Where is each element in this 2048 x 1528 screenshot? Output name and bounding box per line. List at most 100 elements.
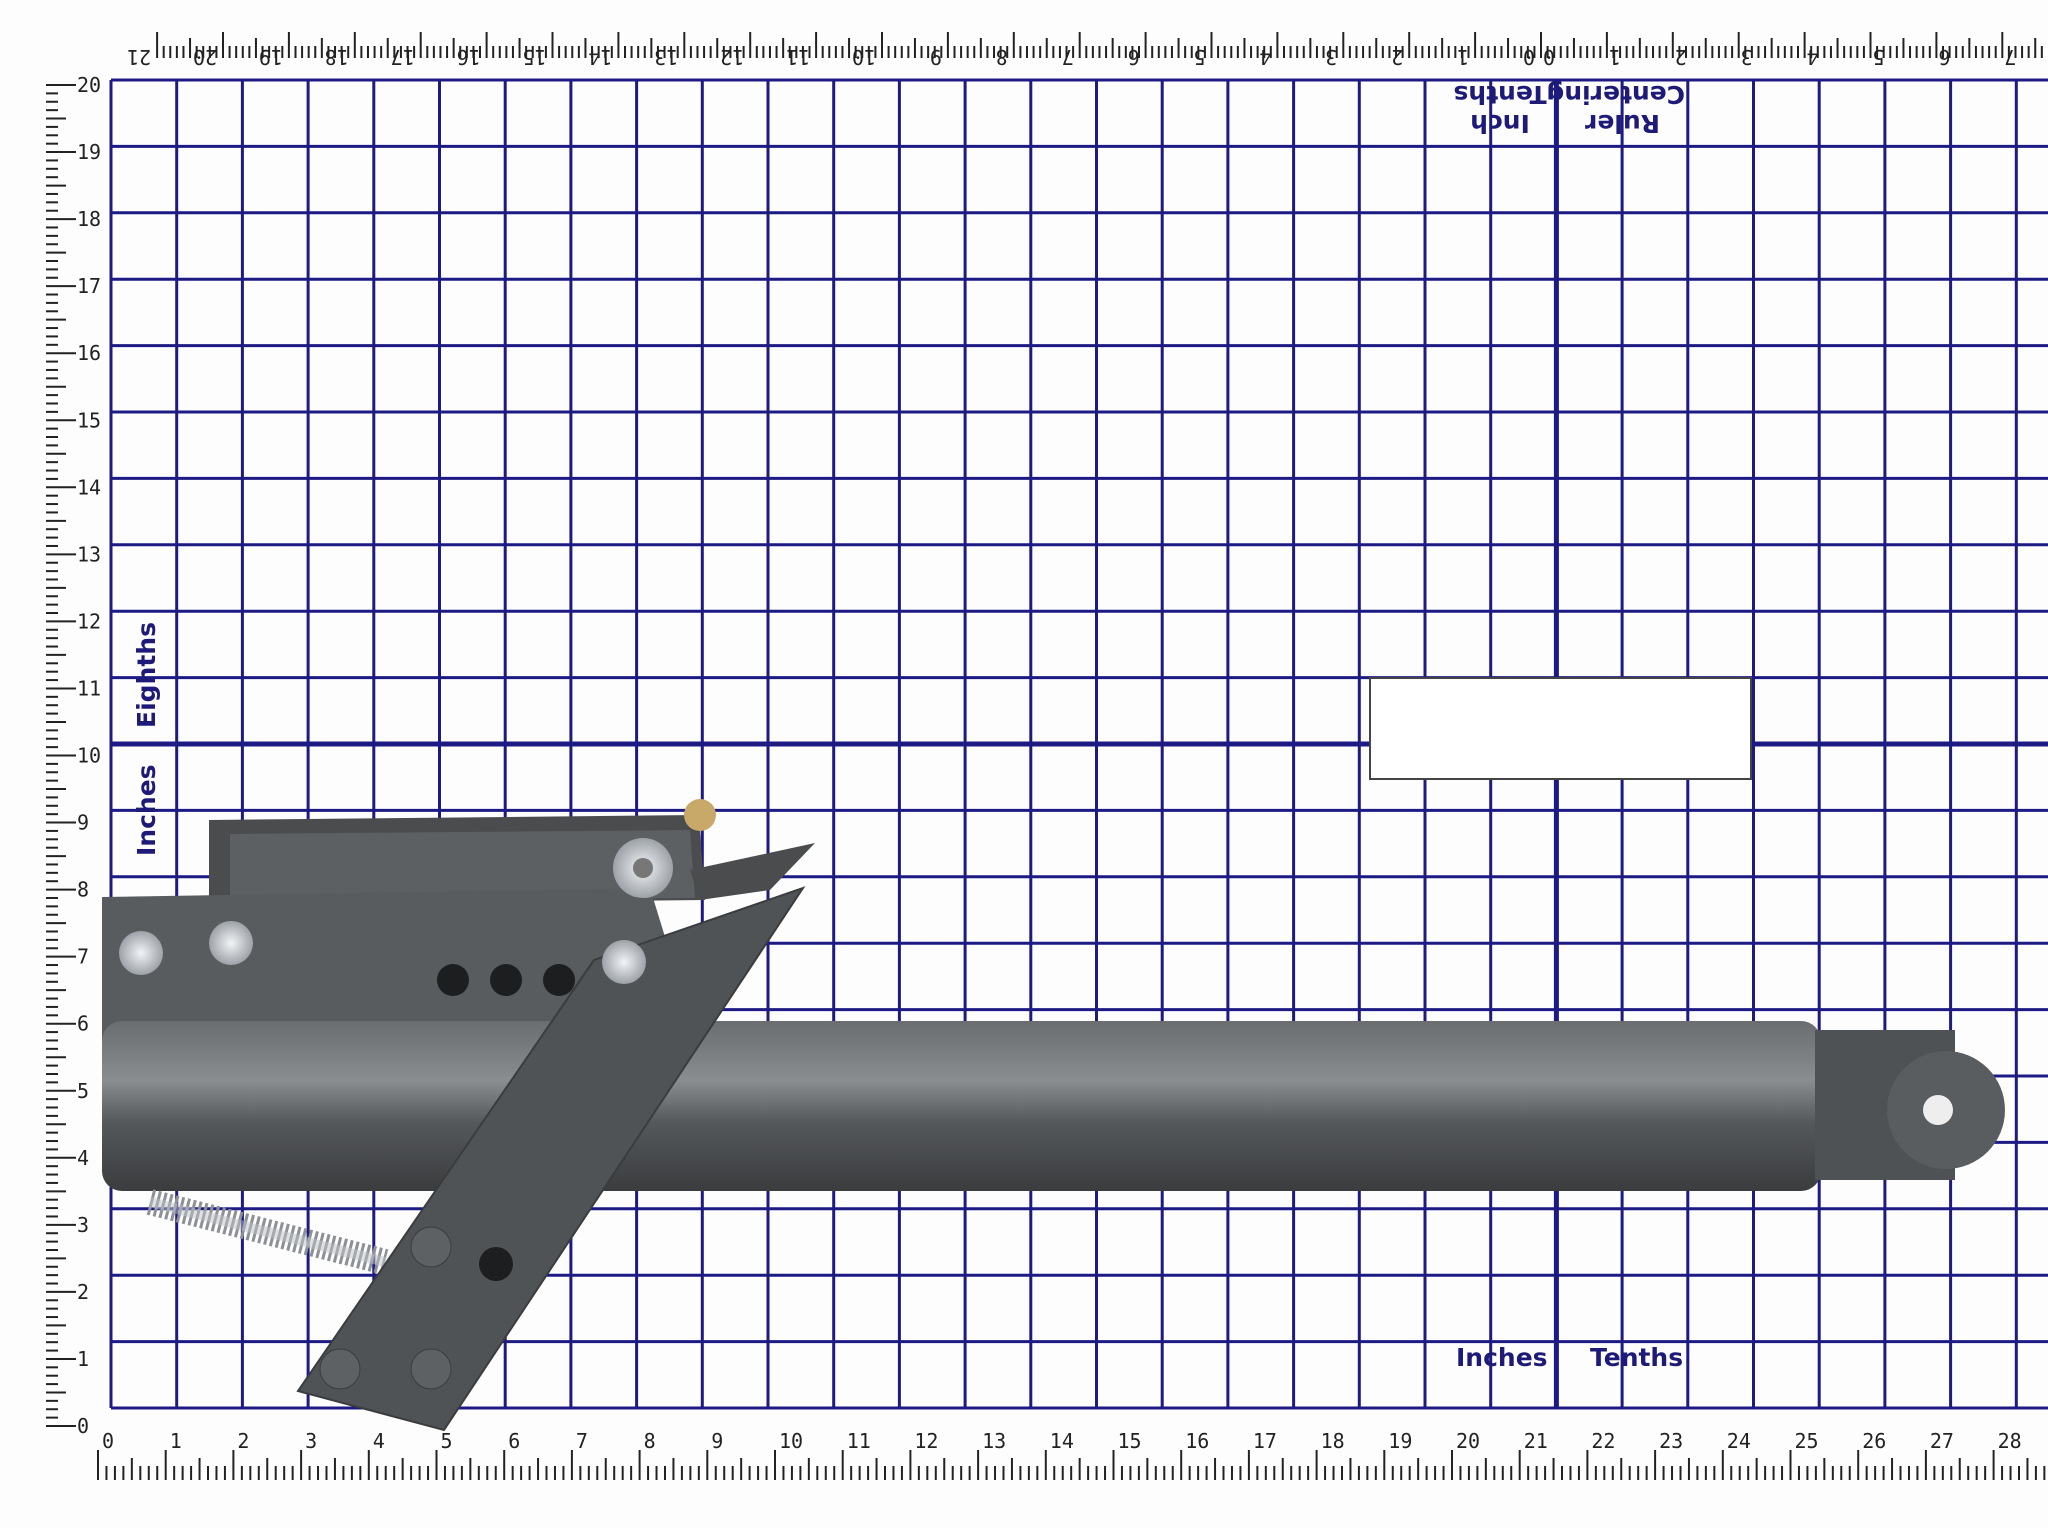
washer-hole [633,858,653,878]
ruler-label-top: 16 [457,45,481,69]
ruler-label-top: 4 [1807,45,1819,69]
ruler-label-top: 11 [786,45,810,69]
spring [146,1189,389,1275]
ruler-label-bottom: 6 [508,1429,520,1453]
ruler-label-bottom: 7 [576,1429,588,1453]
ruler-label-bottom: 8 [644,1429,656,1453]
ruler-label-bottom: 28 [1998,1429,2022,1453]
ruler-label-bottom: 19 [1388,1429,1412,1453]
ruler-label-top: 15 [522,45,546,69]
arm-hole [479,1247,513,1281]
ruler-label-bottom: 16 [1185,1429,1209,1453]
cylinder-tube [102,1021,1821,1191]
ruler-label-bottom: 13 [982,1429,1006,1453]
ruler-label-bottom: 12 [914,1429,938,1453]
ruler-label-left: 6 [77,1012,89,1036]
ruler-label-bottom: 15 [1118,1429,1142,1453]
ruler-label-top: 18 [325,45,349,69]
ruler-label-top: 14 [588,45,612,69]
arm-rivets [319,1226,452,1390]
ruler-label-left: 9 [77,811,89,835]
ruler-label-left: 0 [77,1414,89,1438]
ruler-label-bottom: 10 [779,1429,803,1453]
ruler-label-left: 20 [77,73,101,97]
ruler-label-left: 11 [77,676,101,700]
ruler-label-left: 3 [77,1213,89,1237]
housing-holes [437,964,575,996]
ruler-label-left: 15 [77,408,101,432]
ruler-label-bottom: 5 [441,1429,453,1453]
ruler-label-bottom: 1 [170,1429,182,1453]
ruler-label-left: 5 [77,1079,89,1103]
ruler-label-bottom: 20 [1456,1429,1480,1453]
zinc-bolts [119,799,716,984]
top-bracket [690,843,815,900]
ruler-label-top: 1 [1609,45,1621,69]
ruler-label-bottom: 4 [373,1429,385,1453]
ruler-label-left: 7 [77,945,89,969]
ruler-label-top: 7 [1062,45,1074,69]
label-inches-bottom: Inches [1456,1343,1548,1372]
ruler-label-bottom: 14 [1050,1429,1074,1453]
ruler-label-bottom: 9 [711,1429,723,1453]
ruler-label-bottom: 3 [305,1429,317,1453]
ruler-label-bottom: 24 [1727,1429,1751,1453]
eye-hole [1923,1095,1953,1125]
ruler-label-top: 0 [1523,45,1535,69]
ruler-label-top: 3 [1741,45,1753,69]
ruler-label-left: 13 [77,542,101,566]
ruler-label-left: 1 [77,1347,89,1371]
ruler-label-top: 6 [1128,45,1140,69]
ruler-label-top: 5 [1193,45,1205,69]
blank-label-box [1369,677,1752,780]
ruler-label-top: 12 [720,45,744,69]
ruler-label-bottom: 0 [102,1429,114,1453]
ruler-label-left: 18 [77,207,101,231]
ruler-label-bottom: 18 [1321,1429,1345,1453]
ruler-label-bottom: 23 [1659,1429,1683,1453]
ruler-label-top: 8 [996,45,1008,69]
ruler-label-top: 21 [127,45,151,69]
label-tenths-bottom: Tenths [1590,1343,1684,1372]
ruler-label-top: 7 [2004,45,2016,69]
ruler-label-top: 4 [1259,45,1271,69]
ruler-label-top: 1 [1457,45,1469,69]
ruler-label-bottom: 11 [847,1429,871,1453]
ruler-label-top: 2 [1675,45,1687,69]
ruler-label-left: 19 [77,140,101,164]
ruler-label-left: 12 [77,609,101,633]
bolt-icon [684,799,716,831]
bolt-icon [602,940,646,984]
ruler-label-left: 14 [77,475,101,499]
rod-end-eye [1815,1030,2005,1180]
bolt-icon [119,931,163,975]
ruler-label-top: 9 [930,45,942,69]
ruler-label-bottom: 22 [1591,1429,1615,1453]
ruler-label-top: 17 [391,45,415,69]
ruler-label-bottom: 21 [1524,1429,1548,1453]
ruler-label-left: 10 [77,744,101,768]
ruler-label-bottom: 25 [1795,1429,1819,1453]
ruler-label-left: 2 [77,1280,89,1304]
ruler-label-top: 19 [259,45,283,69]
ruler-label-bottom: 26 [1862,1429,1886,1453]
ruler-label-left: 8 [77,878,89,902]
diagonal-arm [296,886,806,1432]
upper-plates [209,815,705,905]
ruler-label-top: 2 [1391,45,1403,69]
ruler-label-top: 3 [1325,45,1337,69]
ruler-label-top: 13 [654,45,678,69]
bolt-icon [209,921,253,965]
ruler-label-top: 20 [193,45,217,69]
ruler-label-bottom: 27 [1930,1429,1954,1453]
ruler-label-top: 6 [1938,45,1950,69]
ruler-label-bottom: 17 [1253,1429,1277,1453]
ruler-label-bottom: 2 [237,1429,249,1453]
ruler-label-top: 5 [1872,45,1884,69]
ruler-label-left: 16 [77,341,101,365]
ruler-label-left: 17 [77,274,101,298]
ruler-label-top: 10 [852,45,876,69]
ruler-label-top: 0 [1543,45,1555,69]
